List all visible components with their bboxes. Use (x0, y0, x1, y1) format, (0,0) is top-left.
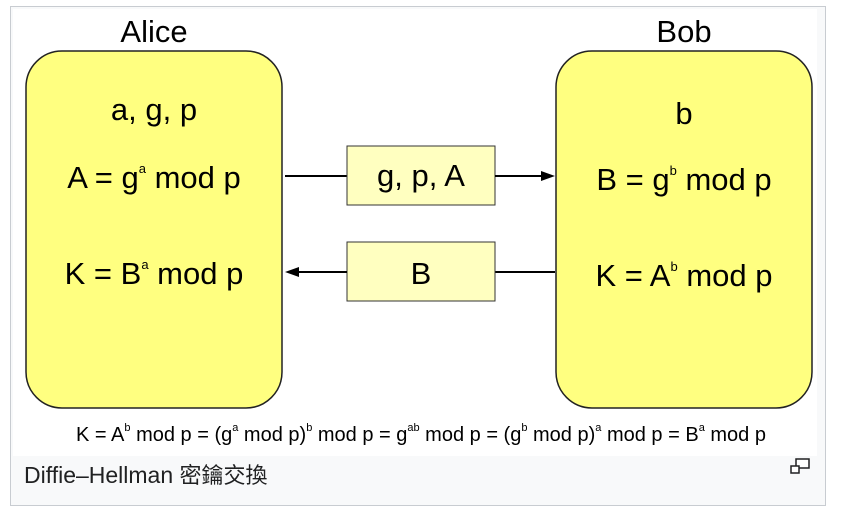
equation-segment: mod p = B (601, 424, 698, 446)
bob-variables: b (675, 96, 692, 131)
equation-segment: b (124, 422, 130, 434)
caption-cjk-text: 密鑰交換 (179, 464, 268, 489)
equation-segment: mod p = g (312, 424, 407, 446)
arrowhead-right-icon (541, 171, 555, 181)
alice-title: Alice (120, 14, 187, 49)
image-caption: Diffie–Hellman 密鑰交換 (24, 458, 764, 492)
equation-segment: a (699, 422, 706, 434)
shared-secret-equation: K = Ab mod p = (ga mod p)b mod p = gab m… (76, 422, 766, 446)
equation-segment: mod p = (g (420, 424, 522, 446)
diffie-hellman-diagram: Alice Bob a, g, p A = ga mod p K = Ba mo… (25, 14, 813, 446)
alice-shared-key-formula: K = Ba mod p (65, 256, 244, 291)
equation-segment: mod p) (527, 424, 595, 446)
equation-segment: mod p) (238, 424, 306, 446)
equation-segment: K = A (76, 424, 125, 446)
bob-shared-key-formula: K = Ab mod p (596, 258, 773, 293)
message-to-bob-label: g, p, A (377, 158, 465, 193)
alice-variables: a, g, p (111, 92, 197, 127)
equation-segment: mod p = (g (131, 424, 233, 446)
bob-public-key-formula: B = gb mod p (596, 162, 771, 197)
message-to-alice-box (346, 241, 496, 302)
arrowhead-left-icon (285, 267, 299, 277)
caption-latin-text: Diffie–Hellman (24, 462, 180, 488)
message-to-alice-label: B (411, 256, 432, 291)
equation-segment: mod p (705, 424, 766, 446)
message-to-bob-box (346, 145, 496, 206)
bob-title: Bob (656, 14, 711, 49)
equation-segment: ab (407, 422, 419, 434)
magnify-clip-icon[interactable] (788, 457, 812, 477)
alice-box (25, 50, 283, 409)
equation-segment: b (521, 422, 527, 434)
bob-box (555, 50, 813, 409)
equation-segment: a (595, 422, 602, 434)
equation-segment: b (306, 422, 312, 434)
alice-public-key-formula: A = ga mod p (67, 160, 241, 195)
diagram-image[interactable]: Alice Bob a, g, p A = ga mod p K = Ba mo… (13, 9, 817, 456)
equation-segment: a (232, 422, 239, 434)
